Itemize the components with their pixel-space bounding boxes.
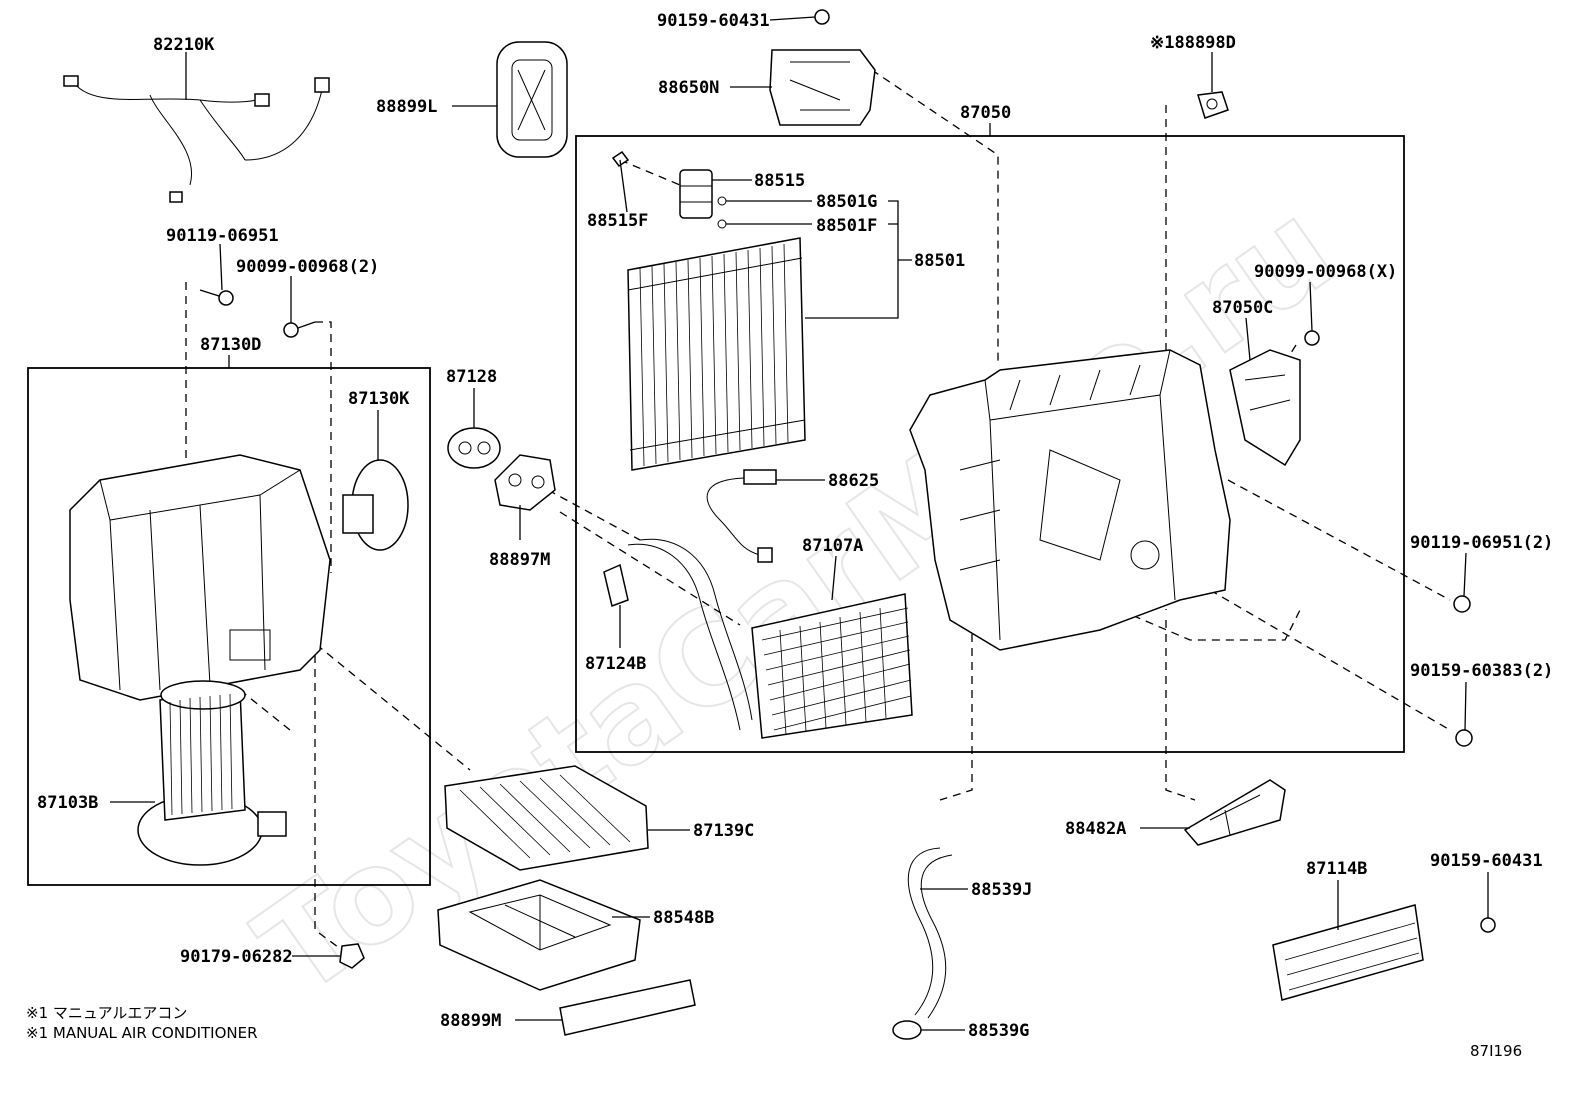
label-90159-60383-2: 90159-60383(2) [1410, 661, 1553, 681]
servo-87130K [342, 459, 409, 551]
label-88625: 88625 [828, 471, 879, 491]
label-90099-00968-X: 90099-00968(X) [1254, 262, 1397, 282]
label-87139C: 87139C [693, 821, 754, 841]
ptc-heater-87114B [1272, 904, 1496, 1001]
label-90119-06951: 90119-06951 [166, 226, 279, 246]
label-88515: 88515 [754, 171, 805, 191]
label-87130K: 87130K [348, 389, 410, 409]
leader-lines [110, 16, 1489, 1031]
label-87130D: 87130D [200, 335, 261, 355]
wire-harness-82210K [63, 75, 330, 203]
label-88897M: 88897M [489, 550, 550, 570]
label-88501F: 88501F [816, 216, 877, 236]
filter-case-88548B [437, 879, 641, 991]
bolts-right [1453, 595, 1473, 747]
label-82210K: 82210K [153, 35, 215, 55]
evaporator-88501 [627, 237, 806, 471]
label-87103B: 87103B [37, 793, 98, 813]
label-88539G: 88539G [968, 1021, 1029, 1041]
grommet-88539G [892, 1020, 922, 1040]
duct-88482A [1183, 779, 1286, 846]
plate-88897M [494, 454, 556, 511]
plate-88899M [559, 979, 696, 1036]
panel-88899L [496, 41, 568, 158]
grommet-87128 [447, 427, 501, 469]
label-88515F: 88515F [587, 211, 648, 231]
expansion-valve-88515 [611, 150, 727, 229]
label-87114B: 87114B [1306, 859, 1367, 879]
filter-87139C [444, 765, 649, 871]
note-en: ※1 MANUAL AIR CONDITIONER [26, 1024, 258, 1042]
label-88899L: 88899L [376, 97, 437, 117]
clip-188898D [1197, 91, 1229, 119]
label-87124B: 87124B [585, 654, 646, 674]
label-90159-60431-top: 90159-60431 [657, 11, 770, 31]
label-88548B: 88548B [653, 908, 714, 928]
note-jp: ※1 マニュアルエアコン [26, 1004, 187, 1022]
figure-number: 87I196 [1470, 1042, 1522, 1060]
blower-housing-87130D [69, 454, 331, 701]
bolts-left [199, 289, 316, 338]
label-87050C: 87050C [1212, 298, 1273, 318]
bracket-88650N [769, 9, 876, 126]
clip-87124B [603, 563, 629, 608]
label-188898D: ※188898D [1150, 33, 1236, 53]
label-90179-06282: 90179-06282 [180, 947, 293, 967]
label-90119-06951-2: 90119-06951(2) [1410, 533, 1553, 553]
nut-90179-06282 [339, 943, 365, 969]
heater-core-87107A [627, 538, 913, 739]
label-87050: 87050 [960, 103, 1011, 123]
label-88899M: 88899M [440, 1011, 501, 1031]
label-87107A: 87107A [802, 536, 863, 556]
label-90159-60431-bottom: 90159-60431 [1430, 851, 1543, 871]
label-87128: 87128 [446, 367, 497, 387]
actuator-87050C [1229, 330, 1320, 467]
drain-hose-88539J [907, 847, 953, 1019]
hvac-unit-87050 [909, 349, 1231, 651]
label-88501G: 88501G [816, 192, 877, 212]
label-90099-00968-2: 90099-00968(2) [236, 257, 379, 277]
label-88650N: 88650N [658, 78, 719, 98]
label-88482A: 88482A [1065, 819, 1126, 839]
sensor-88625 [706, 469, 777, 563]
label-88539J: 88539J [971, 880, 1032, 900]
label-88501: 88501 [914, 251, 965, 271]
blower-motor-87103B [137, 680, 287, 866]
